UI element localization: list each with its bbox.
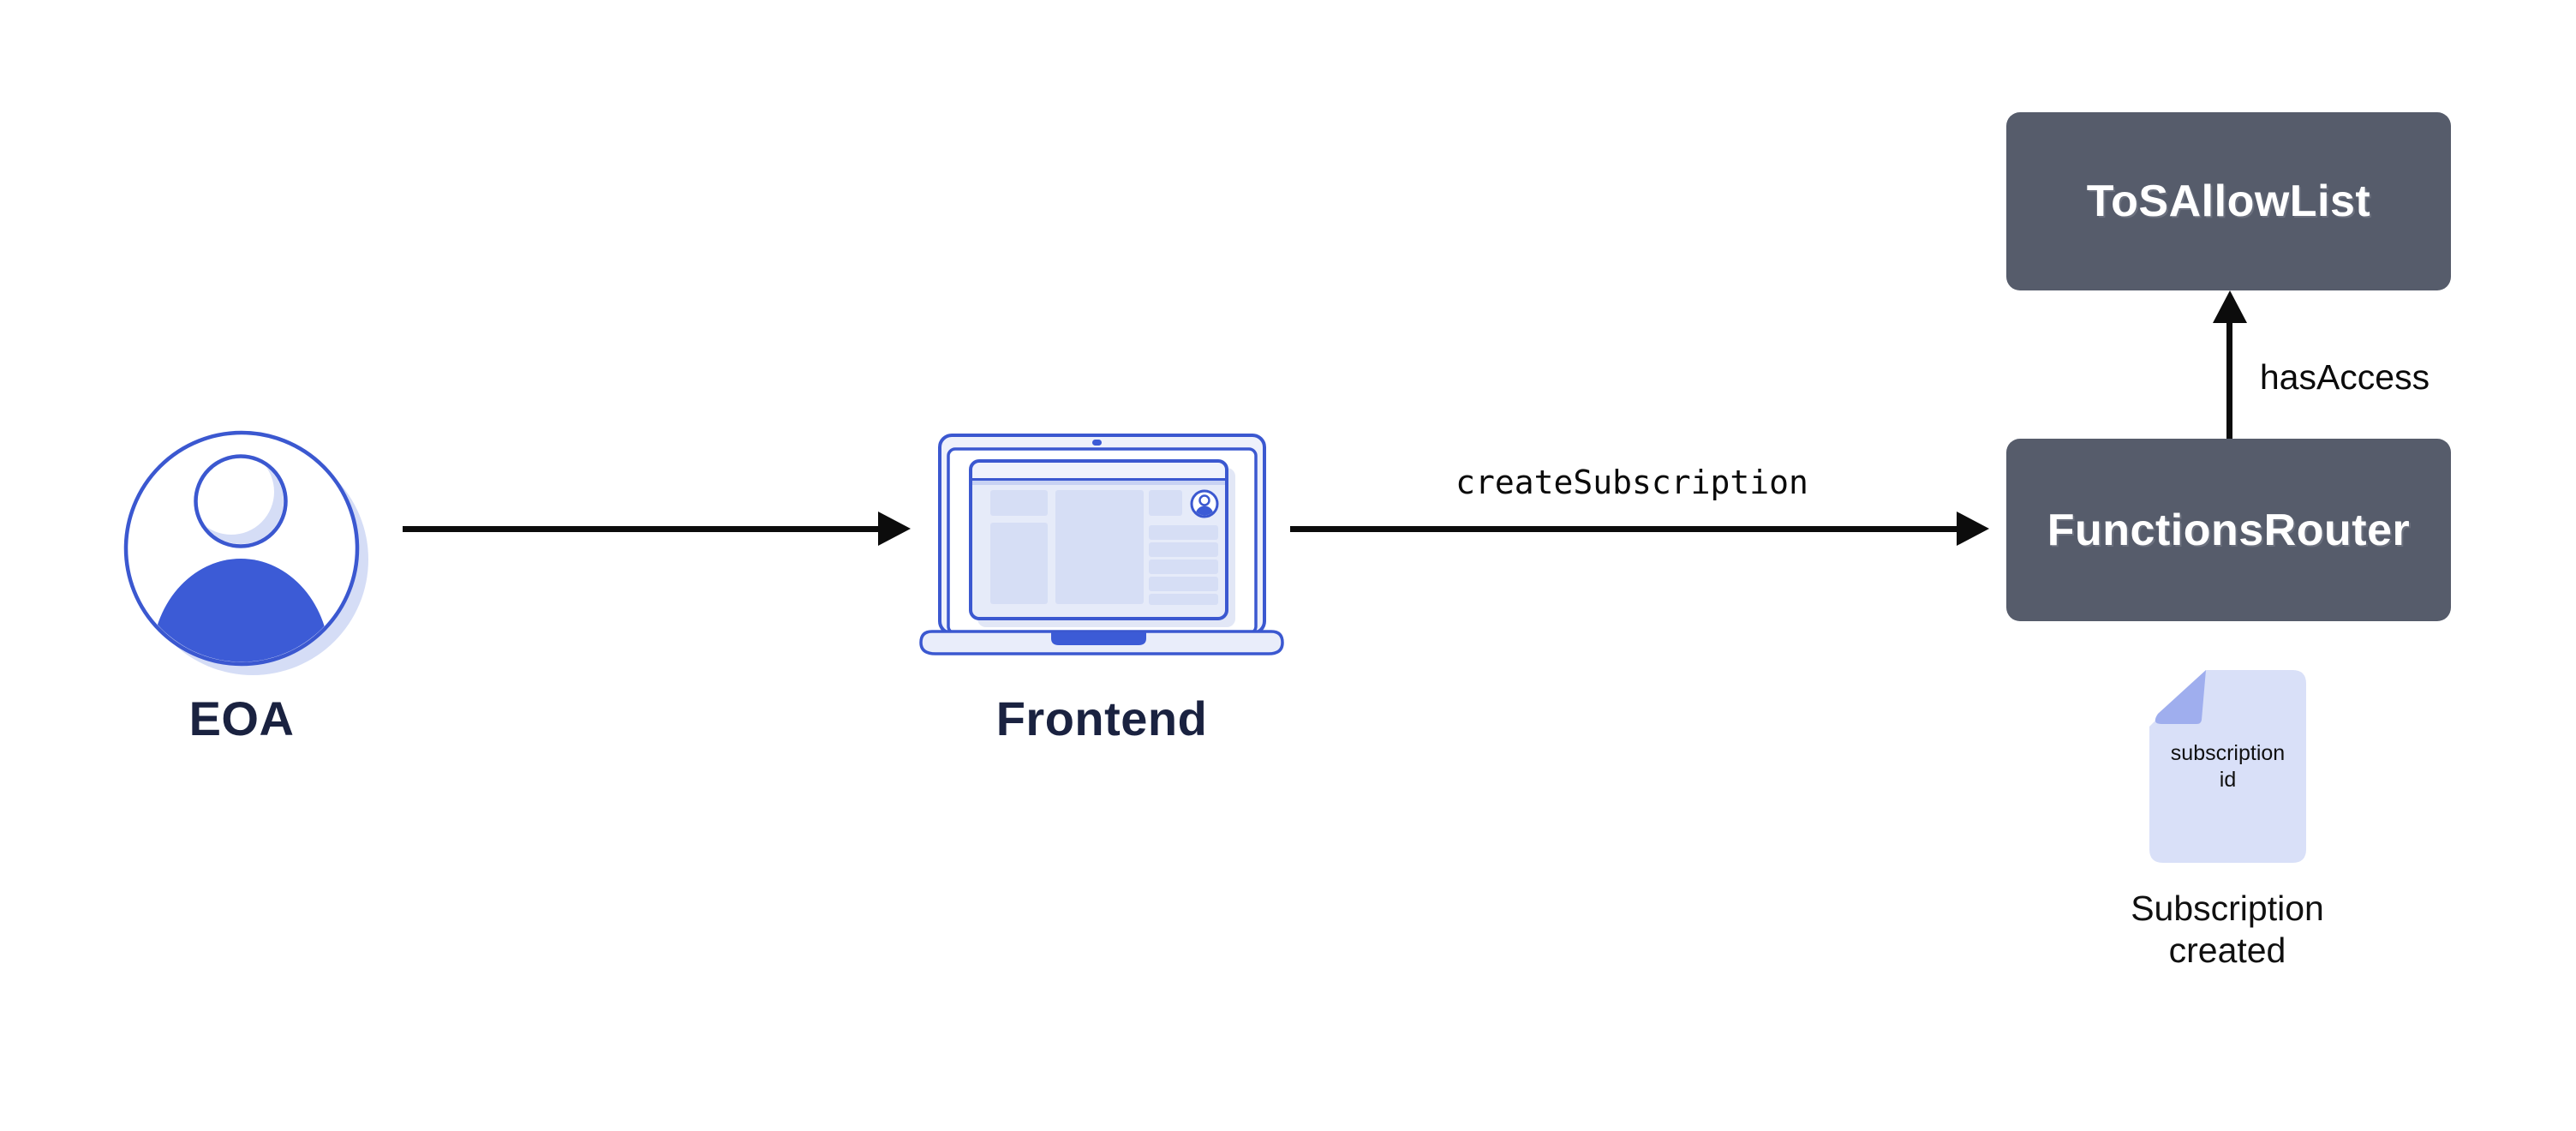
subscription-id-line1: subscription (2170, 741, 2286, 765)
subscription-id-line2: id (2219, 768, 2237, 792)
subscription-id-text: subscription id (2149, 740, 2306, 793)
arrowhead-right-icon (878, 512, 911, 546)
tos-allowlist-box: ToSAllowList (2006, 112, 2451, 290)
create-subscription-label: createSubscription (1455, 464, 1808, 501)
subscription-created-line2: created (2168, 931, 2286, 970)
functions-router-box: FunctionsRouter (2006, 439, 2451, 621)
frontend-label: Frontend (995, 691, 1208, 745)
edge-router-to-allowlist-line (2226, 323, 2232, 439)
edge-eoa-to-frontend-line (403, 526, 879, 532)
subscription-created-line1: Subscription (2131, 889, 2324, 928)
edge-frontend-to-router-line (1290, 526, 1957, 532)
subscription-created-caption: Subscription created (2099, 888, 2356, 972)
laptop-icon (919, 434, 1284, 655)
has-access-label: hasAccess (2259, 357, 2430, 397)
document-icon (2149, 670, 2306, 863)
functions-router-label: FunctionsRouter (2047, 505, 2411, 555)
eoa-label: EOA (188, 691, 295, 745)
tos-allowlist-label: ToSAllowList (2086, 177, 2371, 226)
arrowhead-right-icon (1957, 512, 1989, 546)
user-avatar-icon (123, 430, 368, 675)
arrowhead-up-icon (2213, 290, 2247, 323)
